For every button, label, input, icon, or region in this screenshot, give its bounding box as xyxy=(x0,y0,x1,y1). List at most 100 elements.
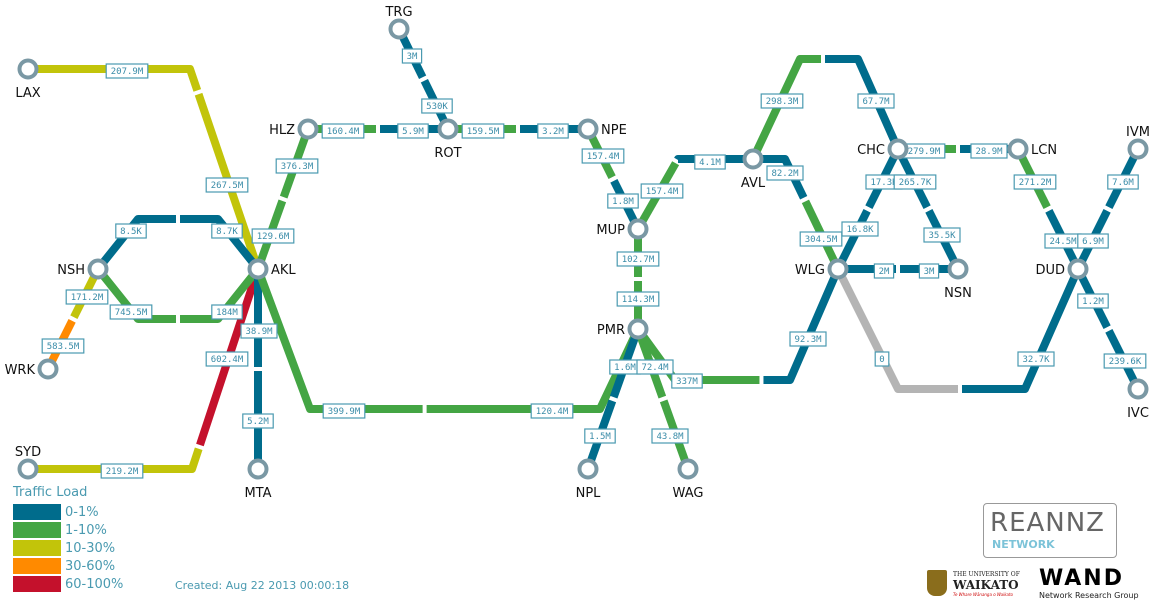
node-hlz[interactable]: HLZ xyxy=(269,118,319,140)
link-value-label: 4.1M xyxy=(694,154,726,170)
link-half-in[interactable] xyxy=(674,155,753,163)
link-value-label: 7.6M xyxy=(1107,174,1139,190)
node-nsn[interactable]: NSN xyxy=(944,258,972,302)
node-ring-icon[interactable] xyxy=(1067,258,1089,280)
node-ring-icon[interactable] xyxy=(37,358,59,380)
node-syd[interactable]: SYD xyxy=(15,445,41,480)
link-ivm-dud[interactable] xyxy=(1074,147,1142,271)
node-ring-icon[interactable] xyxy=(17,458,39,480)
link-avl-chc[interactable] xyxy=(749,55,902,161)
node-ring-icon[interactable] xyxy=(247,258,269,280)
link-half-out[interactable] xyxy=(94,215,176,272)
node-ring-icon[interactable] xyxy=(388,18,410,40)
link-pmr-npl[interactable] xyxy=(584,327,642,471)
node-dud[interactable]: DUD xyxy=(1035,258,1089,280)
node-npe[interactable]: NPE xyxy=(577,118,627,140)
link-half-out[interactable] xyxy=(254,267,423,413)
legend-item: 30-60% xyxy=(13,557,123,575)
link-chc-nsn[interactable] xyxy=(894,147,962,271)
link-chc-wlg[interactable] xyxy=(834,147,902,271)
node-chc[interactable]: CHC xyxy=(857,138,909,160)
link-lcn-dud[interactable] xyxy=(1014,147,1082,271)
link-value-text: 304.5M xyxy=(805,235,838,245)
node-nsh[interactable]: NSH xyxy=(57,258,109,280)
link-akl-pmr[interactable] xyxy=(254,267,642,413)
node-ring-icon[interactable] xyxy=(297,118,319,140)
link-half-in[interactable] xyxy=(962,267,1082,393)
node-wag[interactable]: WAG xyxy=(673,458,704,502)
link-label-box xyxy=(873,263,895,279)
node-ring-icon[interactable] xyxy=(887,138,909,160)
link-value-text: 1.5M xyxy=(589,432,611,442)
link-value-text: 271.2M xyxy=(1019,178,1052,188)
node-pmr[interactable]: PMR xyxy=(597,318,649,340)
link-pmr-wag[interactable] xyxy=(634,327,692,471)
node-wrk[interactable]: WRK xyxy=(5,358,59,380)
node-ring-icon[interactable] xyxy=(677,458,699,480)
link-half-out[interactable] xyxy=(753,155,808,200)
node-ring-icon[interactable] xyxy=(947,258,969,280)
node-lcn[interactable]: LCN xyxy=(1007,138,1058,160)
node-label: NSN xyxy=(944,286,972,301)
node-ring-icon[interactable] xyxy=(627,218,649,240)
wand-logo[interactable]: WAND Network Research Group xyxy=(1037,566,1147,602)
link-half-in[interactable] xyxy=(824,55,902,151)
link-nsh-wrk[interactable] xyxy=(44,267,102,371)
link-hlz-akl[interactable] xyxy=(254,127,312,271)
link-half-out[interactable] xyxy=(28,447,203,473)
node-ring-icon[interactable] xyxy=(1127,378,1149,400)
node-mup[interactable]: MUP xyxy=(596,218,649,240)
link-half-out[interactable] xyxy=(749,55,821,161)
node-wlg[interactable]: WLG xyxy=(795,258,849,280)
link-npe-mup[interactable] xyxy=(584,127,642,231)
node-ivm[interactable]: IVM xyxy=(1126,125,1150,160)
node-ivc[interactable]: IVC xyxy=(1127,378,1149,422)
node-ring-icon[interactable] xyxy=(247,458,269,480)
link-value-text: 583.5M xyxy=(47,342,80,352)
link-label-box xyxy=(640,183,684,199)
link-half-out[interactable] xyxy=(834,267,959,393)
link-value-text: 159.5M xyxy=(467,127,500,137)
link-label-box xyxy=(766,165,804,181)
node-akl[interactable]: AKL xyxy=(247,258,297,280)
node-avl[interactable]: AVL xyxy=(741,148,766,192)
link-label-box xyxy=(616,291,660,307)
link-dud-ivc[interactable] xyxy=(1074,267,1142,391)
link-wlg-dud[interactable] xyxy=(834,267,1082,393)
node-ring-icon[interactable] xyxy=(1007,138,1029,160)
link-value-label: 337M xyxy=(671,373,703,389)
node-ring-icon[interactable] xyxy=(87,258,109,280)
link-half-out[interactable] xyxy=(28,65,202,92)
waikato-logo[interactable]: THE UNIVERSITY OF WAIKATO Te Whare Wānan… xyxy=(927,568,1027,600)
node-ring-icon[interactable] xyxy=(577,118,599,140)
link-nsh-akl[interactable] xyxy=(94,215,262,272)
link-syd-akl[interactable] xyxy=(28,267,262,473)
link-value-text: 72.4M xyxy=(641,363,669,373)
link-value-text: 5.2M xyxy=(247,417,269,427)
link-half-in[interactable] xyxy=(834,208,871,271)
node-ring-icon[interactable] xyxy=(437,118,459,140)
node-ring-icon[interactable] xyxy=(17,58,39,80)
node-ring-icon[interactable] xyxy=(627,318,649,340)
link-half-in[interactable] xyxy=(426,327,642,413)
node-mta[interactable]: MTA xyxy=(244,458,272,502)
reannz-logo[interactable]: REANNZ NETWORK xyxy=(983,503,1117,558)
node-lax[interactable]: LAX xyxy=(15,58,41,102)
link-half-in[interactable] xyxy=(180,215,262,272)
link-half-in[interactable] xyxy=(763,267,842,384)
link-value-label: 745.5M xyxy=(109,304,153,320)
link-value-label: 2M xyxy=(873,263,895,279)
node-ring-icon[interactable] xyxy=(827,258,849,280)
node-rot[interactable]: ROT xyxy=(434,118,462,162)
node-trg[interactable]: TRG xyxy=(384,5,413,40)
node-ring-icon[interactable] xyxy=(1127,138,1149,160)
link-value-label: 24.5M xyxy=(1044,233,1082,249)
link-label-box xyxy=(607,193,639,209)
link-value-text: 298.3M xyxy=(766,97,799,107)
link-trg-rot[interactable] xyxy=(395,27,452,131)
link-value-label: 72.4M xyxy=(636,359,674,375)
node-ring-icon[interactable] xyxy=(742,148,764,170)
node-npl[interactable]: NPL xyxy=(576,458,602,502)
link-lax-akl[interactable] xyxy=(28,65,262,271)
node-ring-icon[interactable] xyxy=(577,458,599,480)
